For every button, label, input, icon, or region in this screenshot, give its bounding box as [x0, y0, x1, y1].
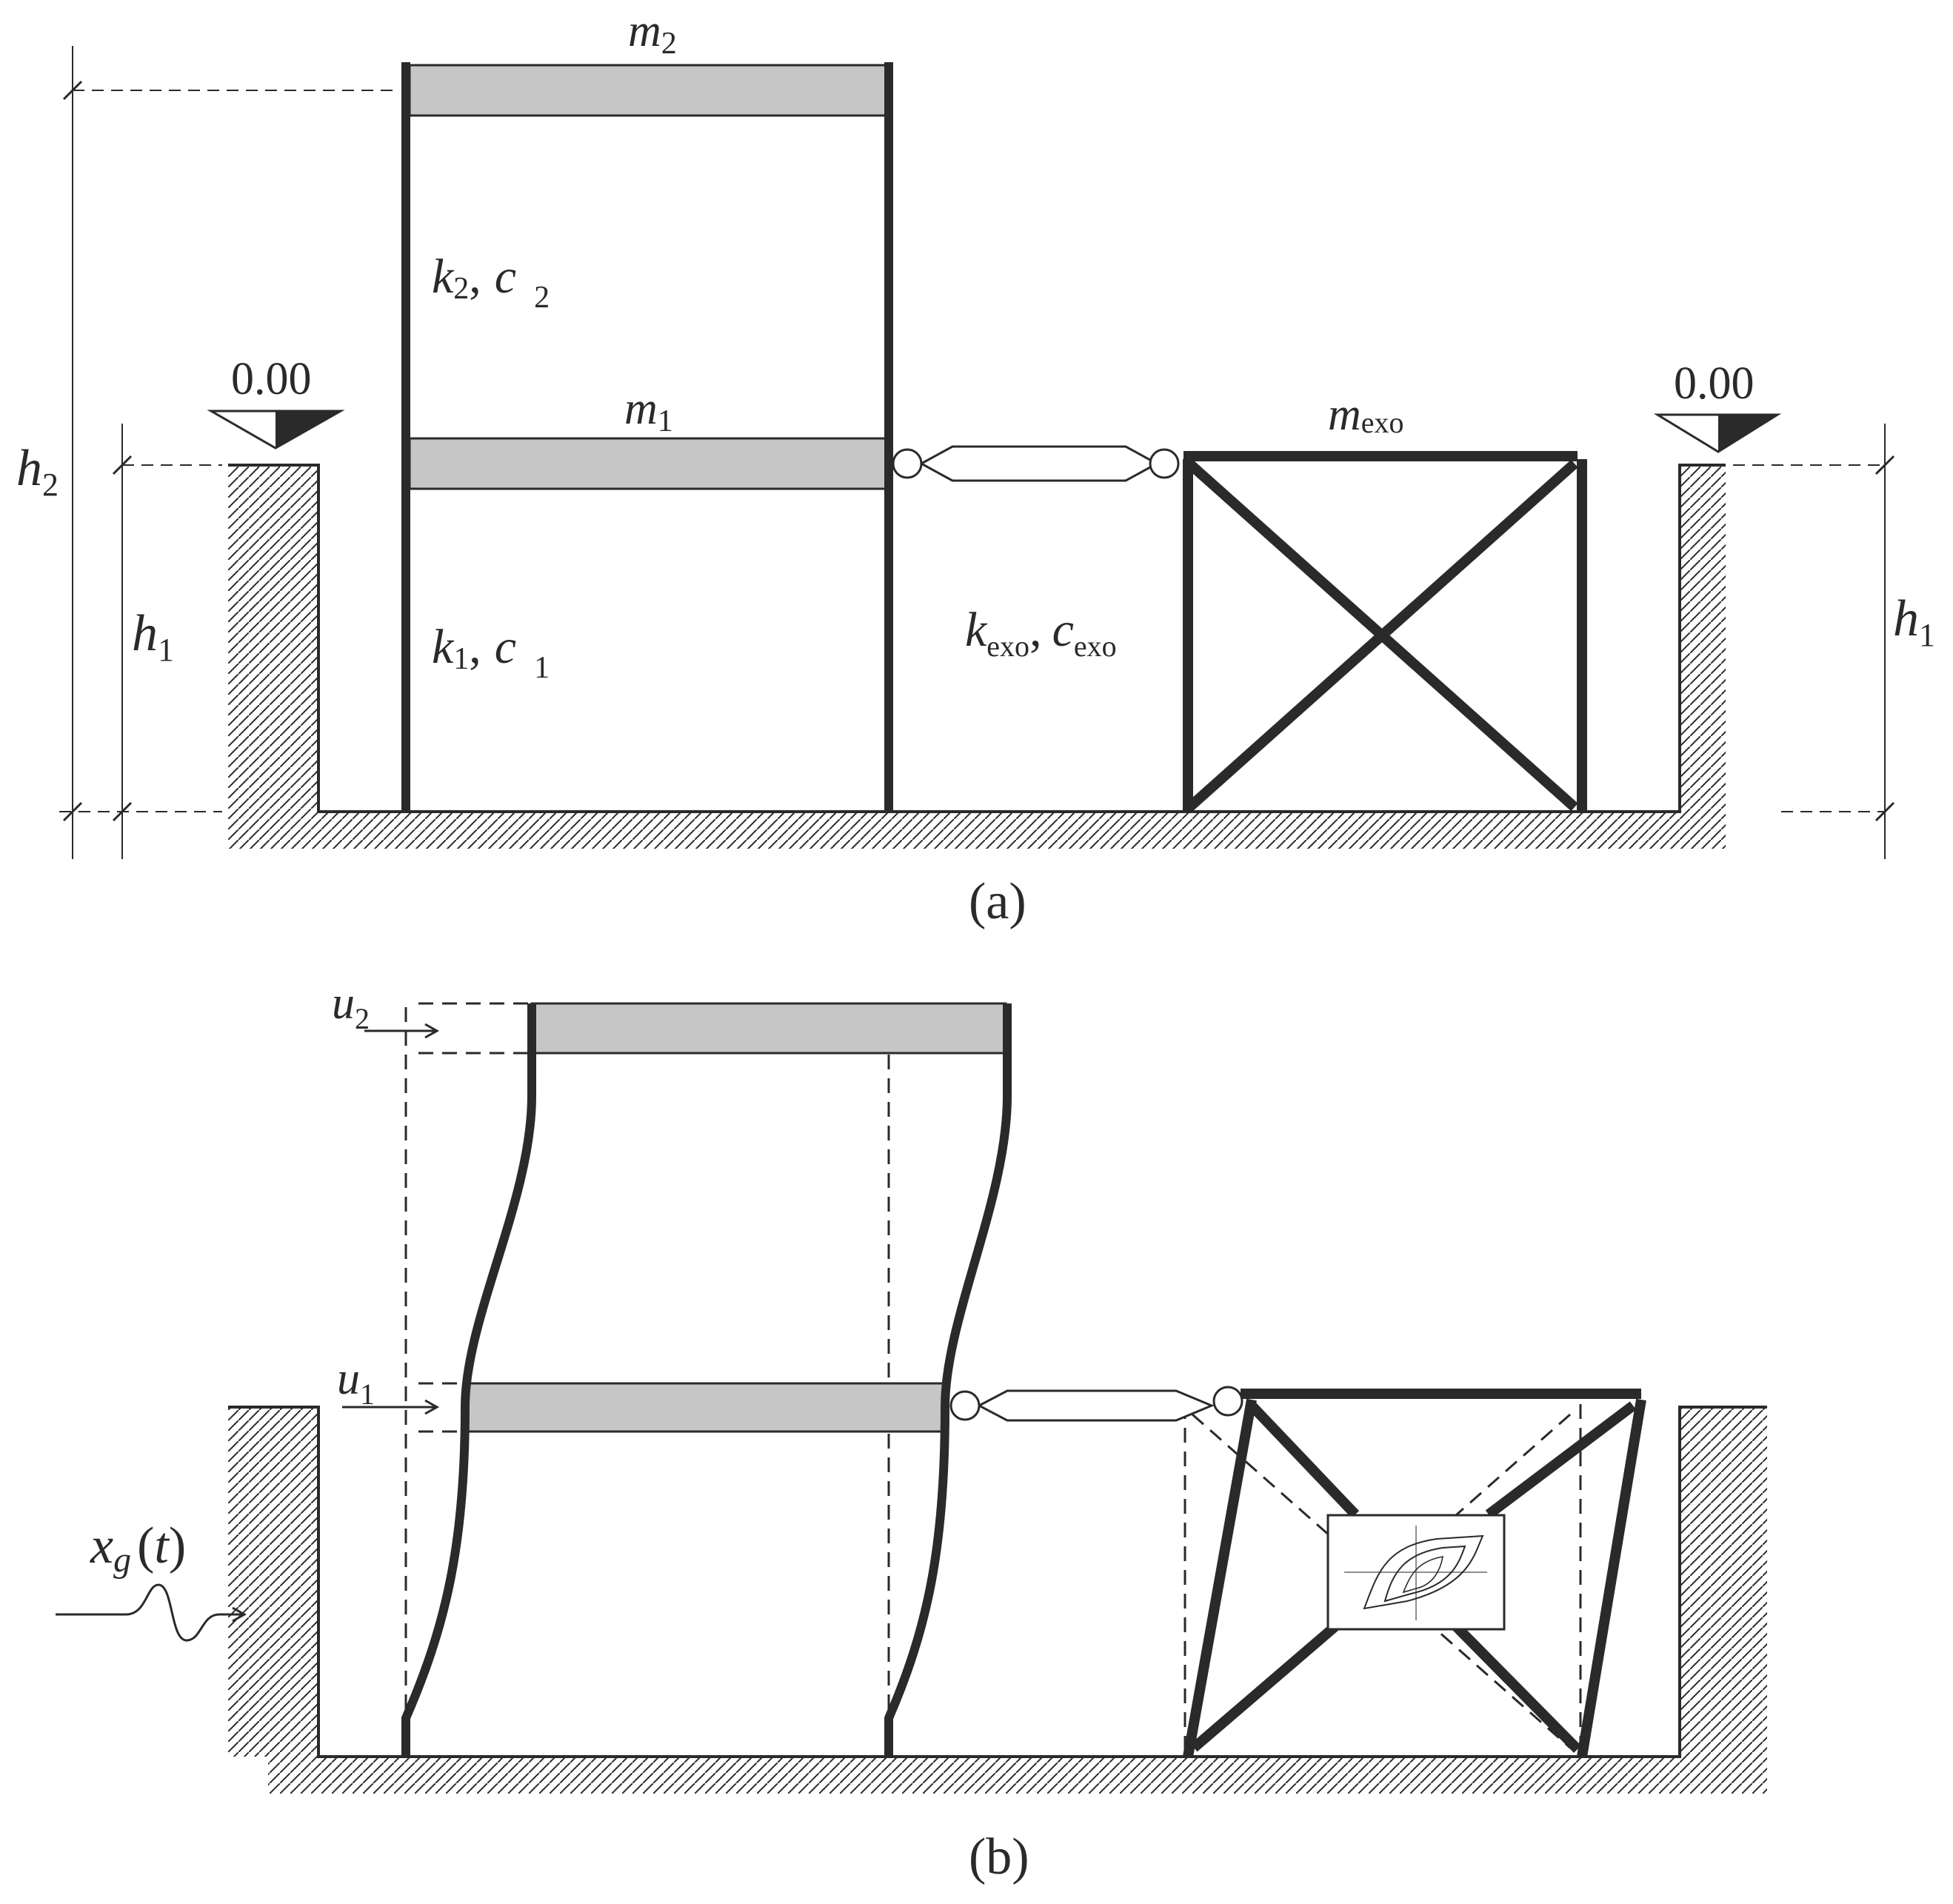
label-m2: m2: [628, 6, 677, 61]
undeformed-guides-b: [404, 1002, 1582, 1757]
slab-m2-a: [408, 64, 889, 117]
level-marker-left: [207, 410, 345, 450]
slab-m2-b: [530, 1002, 1007, 1055]
ground-pit-a: [228, 464, 1726, 849]
ground-pit-b: [228, 1406, 1767, 1794]
exoskeleton-frame-a: [1183, 451, 1587, 812]
label-kexo-cexo: kexo,cexo: [965, 603, 1117, 663]
label-m-exo: mexo: [1328, 390, 1404, 440]
hysteresis-damper-icon: [1326, 1514, 1506, 1631]
slab-m1-a: [408, 437, 889, 490]
level-marker-right: [1653, 413, 1782, 453]
level-value-left: 0.00: [231, 354, 312, 404]
label-u2: u2: [332, 978, 370, 1035]
connector-link-a: [892, 445, 1180, 482]
label-h2: h2: [16, 440, 59, 503]
column-left-deformed: [401, 1003, 536, 1757]
label-h1-left: h1: [132, 605, 174, 668]
label-ground-motion: xg(t): [90, 1517, 186, 1580]
two-storey-frame-a: [401, 62, 893, 813]
label-m1: m1: [624, 384, 673, 438]
column-right-deformed: [884, 1003, 1012, 1757]
panel-b: u2 u1 xg(t) (b): [56, 978, 1767, 1885]
connector-link-b: [949, 1386, 1243, 1422]
caption-b: (b): [969, 1828, 1029, 1885]
deformed-frame-b: [401, 1002, 1012, 1757]
slab-m1-b: [464, 1382, 947, 1433]
displacement-arrows-b: [56, 1023, 440, 1642]
label-h1-right: h1: [1893, 590, 1935, 653]
label-u1: u1: [337, 1354, 375, 1411]
dimension-lines-a: [59, 46, 1895, 859]
caption-a: (a): [969, 873, 1026, 930]
exoskeleton-frame-b: [1183, 1389, 1646, 1758]
level-value-right: 0.00: [1674, 358, 1755, 409]
